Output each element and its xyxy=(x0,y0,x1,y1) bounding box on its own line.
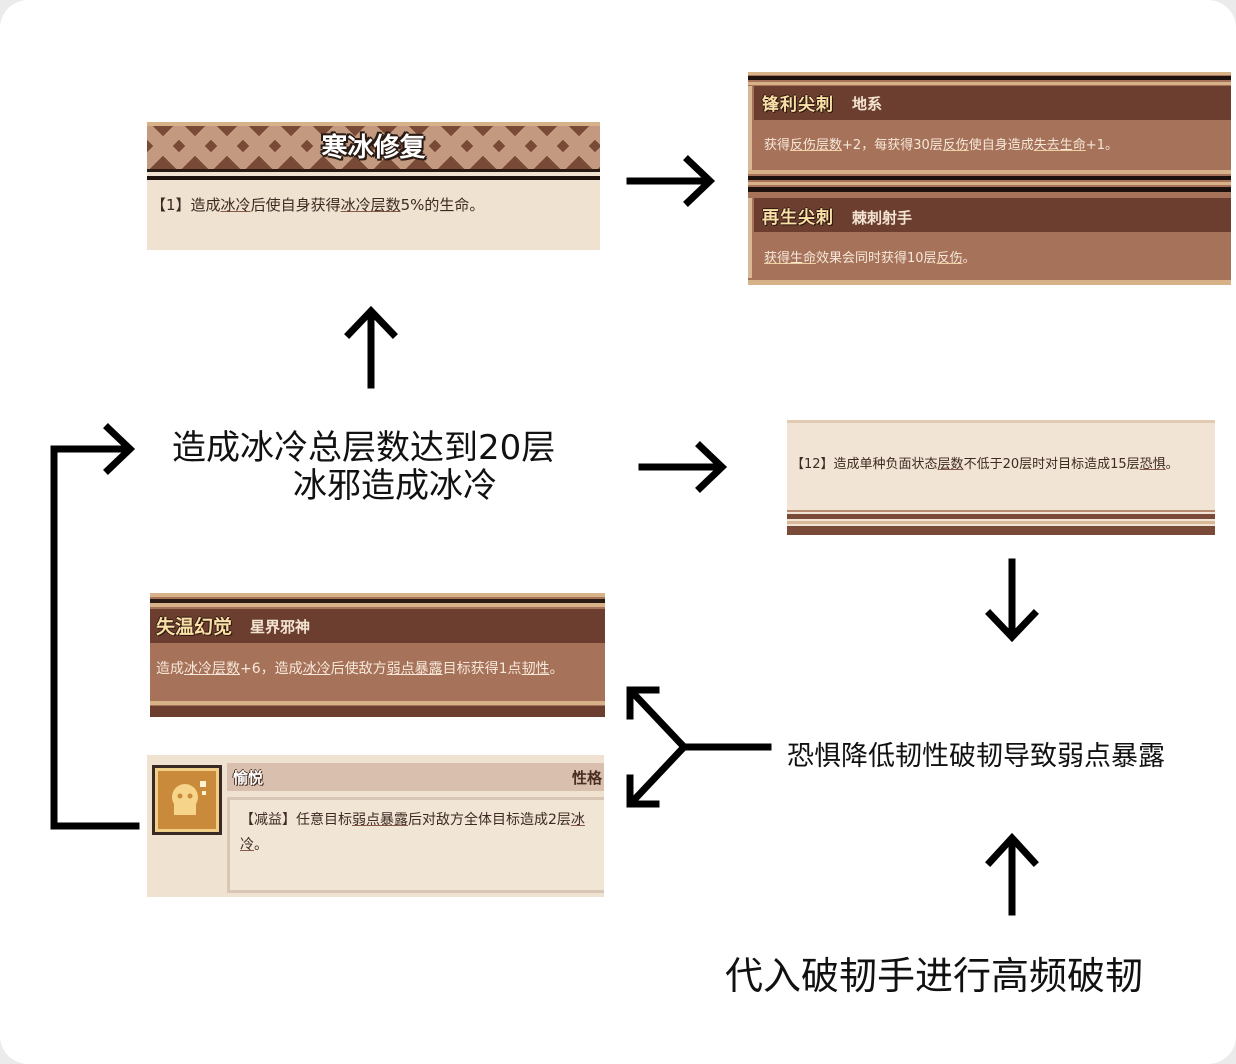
item-tag: 棘刺射手 xyxy=(852,209,913,227)
fork-arrow-icon xyxy=(626,686,772,808)
divider xyxy=(147,169,600,172)
desc-text: 。 xyxy=(1165,457,1179,472)
desc-text: +2，每获得30层 xyxy=(842,138,943,153)
keyword: 冰冷 xyxy=(302,661,331,677)
divider xyxy=(748,187,1231,192)
desc-text: 【1】造成 xyxy=(151,196,221,214)
keyword: 弱点暴露 xyxy=(386,661,443,677)
description-box: 【减益】任意目标弱点暴露后对敌方全体目标造成2层冰冷。 xyxy=(227,797,604,893)
item-name: 失温幻觉 xyxy=(156,616,233,638)
keyword: 冰冷 xyxy=(220,196,251,214)
card-fear: 【12】造成单种负面状态层数不低于20层时对目标造成15层恐惧。 xyxy=(787,420,1215,535)
ghost-icon xyxy=(152,765,222,835)
keyword: 韧性 xyxy=(521,661,550,677)
item-header xyxy=(227,763,604,791)
card-hypothermia: 失温幻觉 星界邪神 造成冰冷层数+6，造成冰冷后使敌方弱点暴露目标获得1点韧性。 xyxy=(150,593,605,717)
divider xyxy=(748,280,1231,285)
item-description: 获得生命效果会同时获得10层反伤。 xyxy=(764,247,976,266)
item-tag: 性格 xyxy=(571,769,602,787)
divider xyxy=(150,706,605,717)
desc-text: 后对敌方全体目标造成2层 xyxy=(408,812,571,828)
divider xyxy=(787,420,1215,423)
keyword: 弱点暴露 xyxy=(352,812,408,828)
divider xyxy=(748,198,752,278)
divider xyxy=(748,72,1231,75)
loop-arrow-icon xyxy=(50,423,140,830)
desc-text: 使自身造成 xyxy=(968,138,1034,153)
keyword: 获得生命 xyxy=(764,251,817,266)
item-name: 再生尖刺 xyxy=(762,208,834,228)
arrow-right-icon xyxy=(626,155,716,207)
divider xyxy=(787,514,1215,519)
card-description: 【12】造成单种负面状态层数不低于20层时对目标造成15层恐惧。 xyxy=(791,453,1179,472)
keyword: 冰冷层数 xyxy=(340,196,401,214)
item-tag: 地系 xyxy=(852,95,883,113)
divider xyxy=(787,526,1215,535)
item-description: 造成冰冷层数+6，造成冰冷后使敌方弱点暴露目标获得1点韧性。 xyxy=(156,658,564,678)
desc-text: 造成 xyxy=(156,661,184,677)
divider xyxy=(147,176,600,180)
divider xyxy=(150,593,605,597)
fear-label: 恐惧降低韧性破韧导致弱点暴露 xyxy=(787,741,1165,772)
divider xyxy=(748,170,1231,174)
item-name: 愉悦 xyxy=(233,769,264,787)
divider xyxy=(748,76,1231,80)
divider xyxy=(150,701,605,705)
card-header-pattern xyxy=(147,122,600,172)
arrow-right-icon xyxy=(638,441,728,493)
item-description: 【减益】任意目标弱点暴露后对敌方全体目标造成2层冰冷。 xyxy=(240,808,590,858)
card-spikes: 锋利尖刺 地系 获得反伤层数+2，每获得30层反伤使自身造成失去生命+1。 再生… xyxy=(748,72,1231,285)
keyword: 反伤层数 xyxy=(790,138,843,153)
arrow-up-icon xyxy=(344,305,398,389)
ghost-icon-svg xyxy=(172,781,206,815)
divider xyxy=(748,176,1231,180)
center-label-line1: 造成冰冷总层数达到20层 xyxy=(172,428,556,468)
desc-text: 目标获得1点 xyxy=(442,661,522,677)
desc-text: 效果会同时获得10层 xyxy=(816,251,937,266)
desc-text: +1。 xyxy=(1085,138,1118,153)
item-name: 锋利尖刺 xyxy=(762,95,834,115)
divider xyxy=(748,86,752,170)
keyword: 反伤 xyxy=(942,138,969,153)
center-label-line2: 冰邪造成冰冷 xyxy=(293,466,497,506)
divider xyxy=(787,510,1215,512)
desc-text: 5%的生命。 xyxy=(400,196,485,214)
keyword: 恐惧 xyxy=(1139,457,1166,472)
divider xyxy=(150,603,605,607)
desc-text: 获得 xyxy=(764,138,791,153)
arrow-down-icon xyxy=(985,558,1039,643)
divider xyxy=(748,182,1231,185)
keyword: 失去生命 xyxy=(1033,138,1086,153)
card-title: 寒冰修复 xyxy=(321,133,426,163)
desc-text: 后使敌方 xyxy=(330,661,387,677)
item-header xyxy=(754,198,1231,232)
breaker-label: 代入破韧手进行高频破韧 xyxy=(725,954,1144,998)
item-tag: 星界邪神 xyxy=(250,618,311,636)
arrow-up-icon xyxy=(985,832,1039,916)
item-header xyxy=(754,86,1231,120)
keyword: 反伤 xyxy=(936,251,963,266)
desc-text: 【12】造成单种负面状态 xyxy=(791,457,938,472)
keyword: 冰冷层数 xyxy=(184,661,240,677)
item-header xyxy=(150,609,605,643)
desc-text: 【减益】任意目标 xyxy=(240,812,352,828)
keyword: 冰冷 xyxy=(240,812,585,853)
desc-text: 后使自身获得 xyxy=(250,196,341,214)
divider xyxy=(150,599,605,603)
card-description: 【1】造成冰冷后使自身获得冰冷层数5%的生命。 xyxy=(151,194,484,215)
divider xyxy=(787,521,1215,524)
item-description: 获得反伤层数+2，每获得30层反伤使自身造成失去生命+1。 xyxy=(764,134,1118,153)
divider xyxy=(748,82,1231,85)
desc-text: 。 xyxy=(962,251,976,266)
desc-text: 。 xyxy=(254,837,268,853)
card-ice-repair: 寒冰修复 【1】造成冰冷后使自身获得冰冷层数5%的生命。 xyxy=(147,122,600,250)
desc-text: 。 xyxy=(549,661,564,677)
card-joy: 愉悦 性格 【减益】任意目标弱点暴露后对敌方全体目标造成2层冰冷。 xyxy=(147,755,604,897)
desc-text: 不低于20层时对目标造成15层 xyxy=(963,457,1140,472)
desc-text: +6，造成 xyxy=(240,661,303,677)
keyword: 层数 xyxy=(937,457,964,472)
